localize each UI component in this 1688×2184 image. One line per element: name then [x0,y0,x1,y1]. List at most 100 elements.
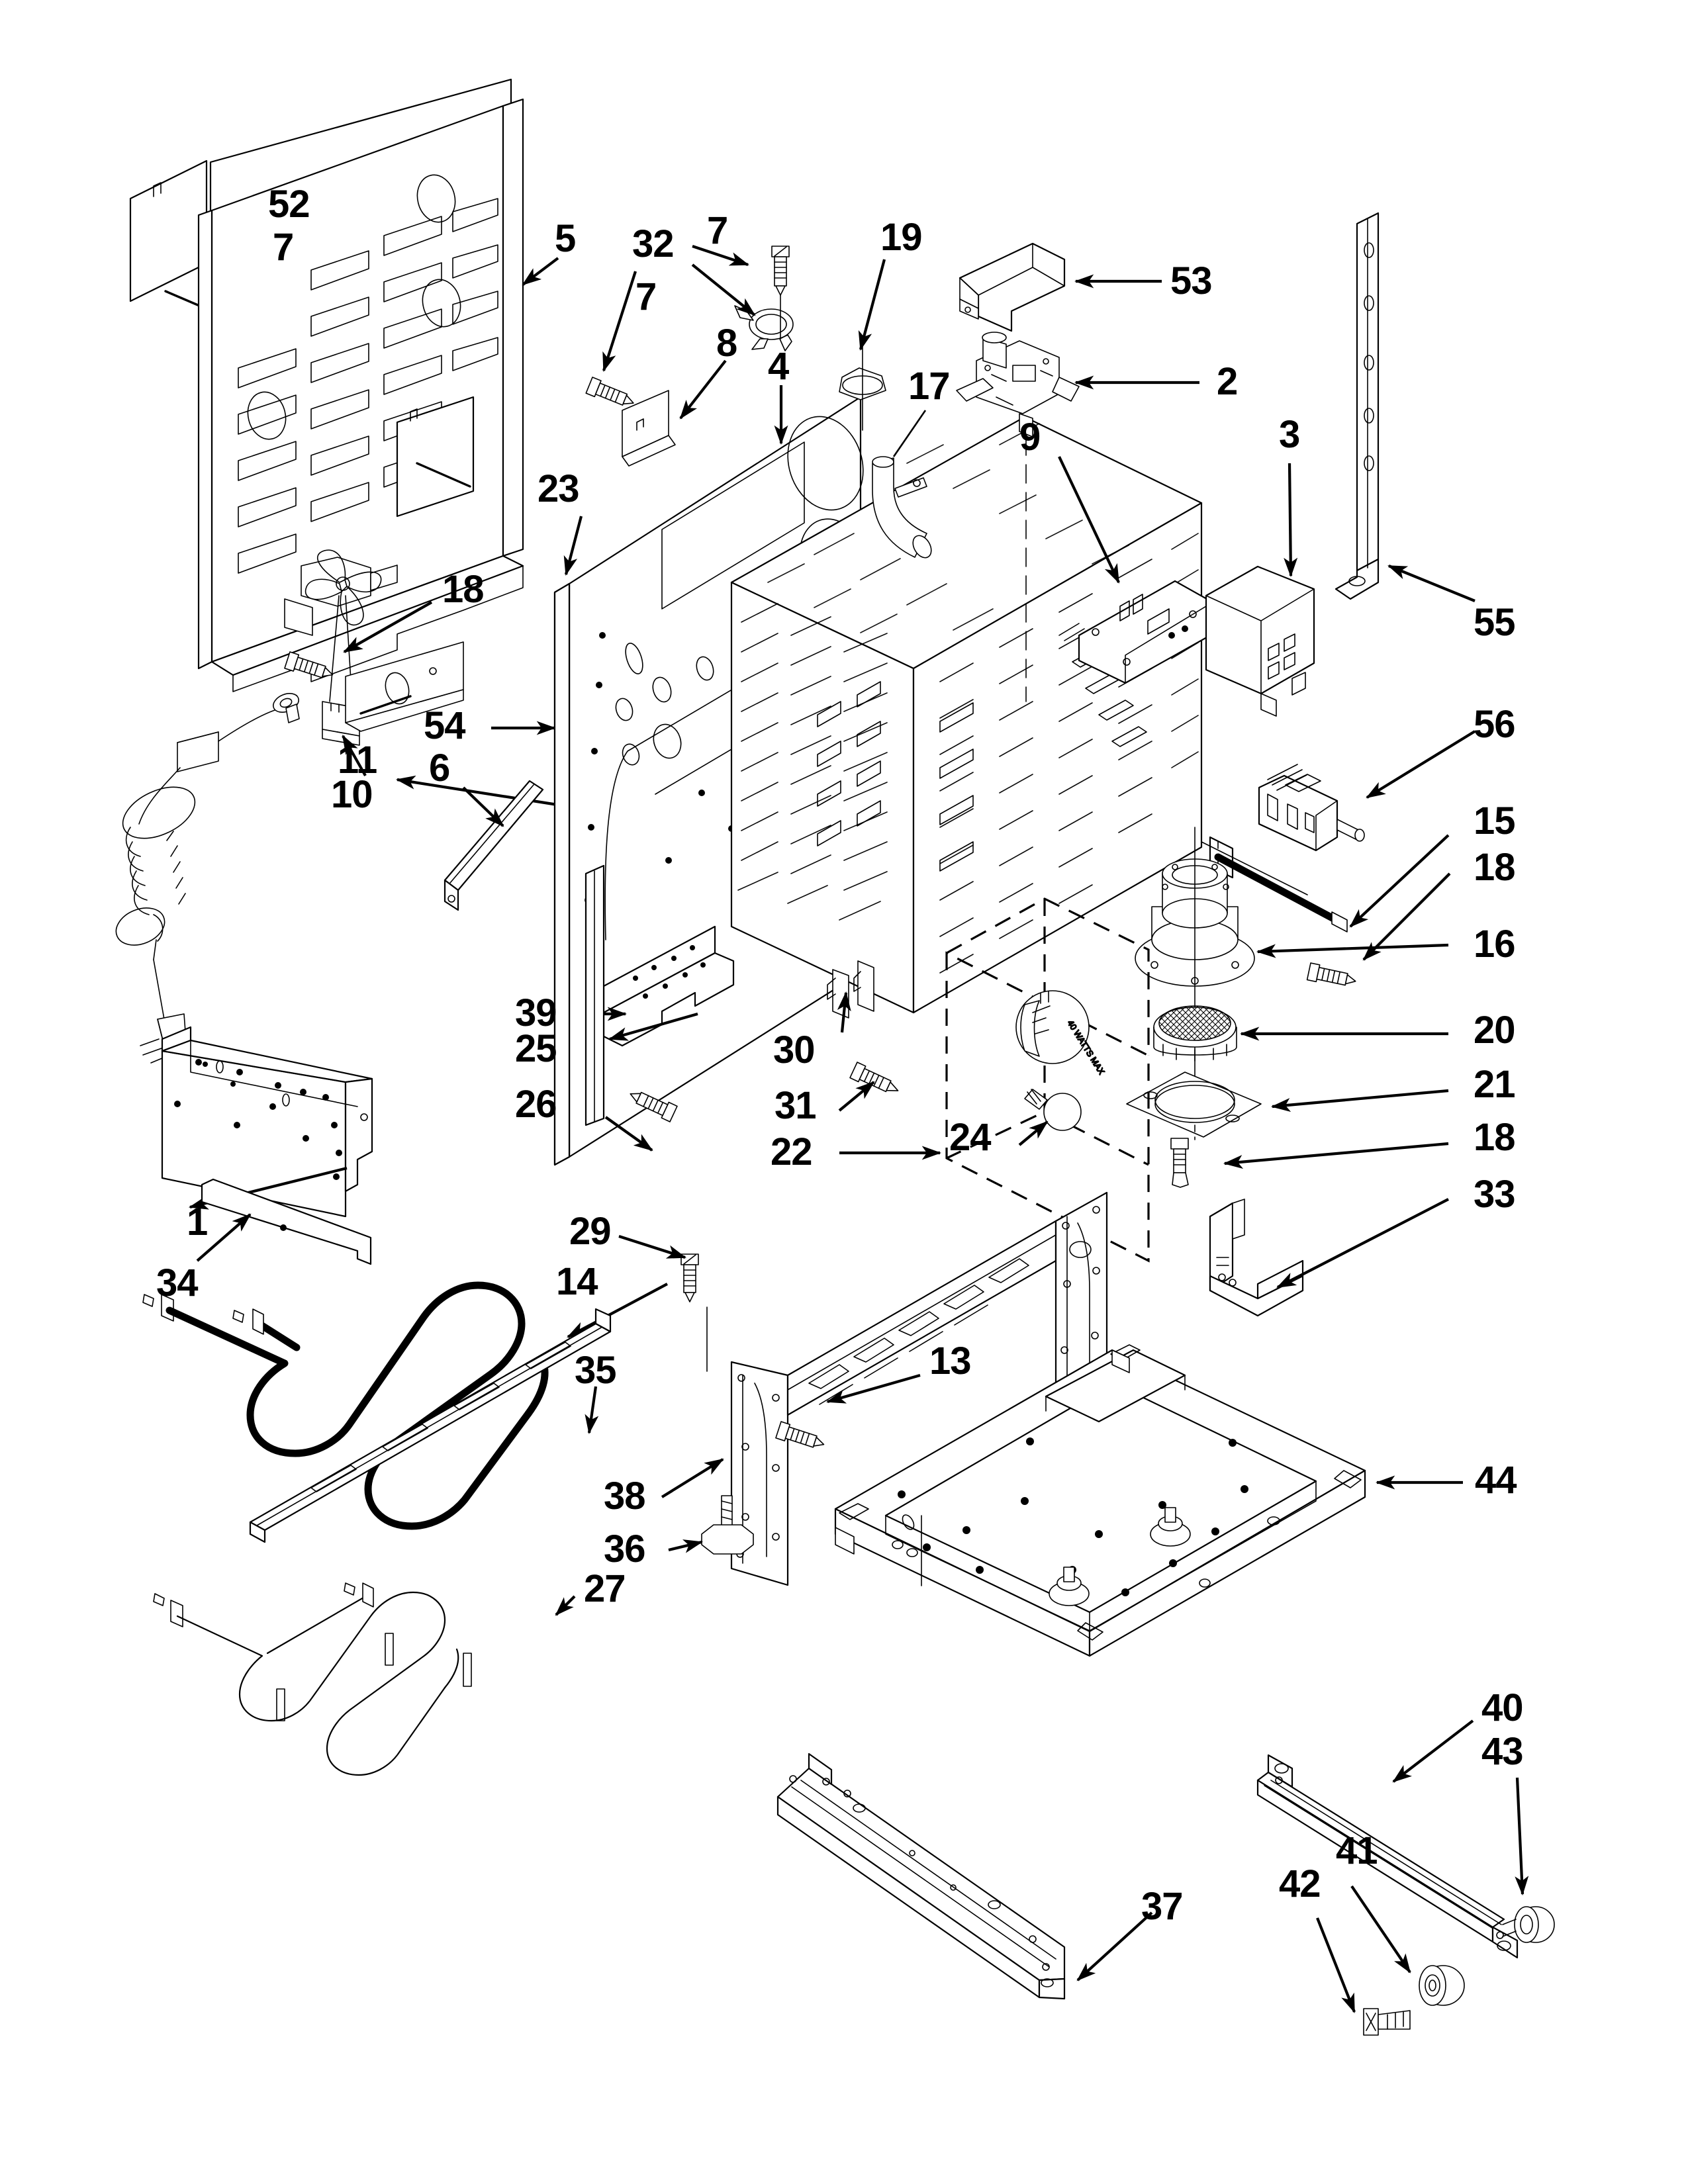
leader-33 [1276,1198,1449,1289]
leader-29 [618,1234,687,1259]
leader-18b [1362,872,1451,961]
callout-44: 44 [1475,1459,1517,1502]
callout-1: 1 [187,1201,208,1244]
leader-31 [838,1081,875,1112]
leader-15 [1349,834,1450,928]
leader-7b [692,245,749,266]
part-small-junction-box [345,641,464,732]
part-thermostat-disc: 40 WATTS MAX [1015,990,1107,1077]
leader-10 [395,775,567,808]
callout-5: 5 [555,217,576,260]
part-43-roller-wheel [1502,1906,1555,1943]
screw-18a [284,651,334,678]
part-52-access-cover-plate [129,159,208,302]
part-27-broil-element [153,1582,472,1776]
part-16-convection-motor-housing [1135,827,1255,1126]
leader-56 [1366,730,1476,799]
leader-7a [602,271,637,373]
rear-panel-service-cover [396,396,475,518]
leader-36 [668,1539,704,1553]
screw-7a [585,377,634,406]
leader-37 [1076,1911,1153,1981]
callout-7c: 7 [635,275,657,318]
callout-30: 30 [773,1028,816,1071]
callout-35: 35 [575,1349,617,1392]
part-14-bake-element [142,1281,549,1530]
leader-8 [679,359,727,420]
part-44-oven-bottom-pan [834,1344,1366,1657]
leader-55 [1387,565,1476,602]
callout-6: 6 [429,747,450,790]
callout-14: 14 [556,1260,598,1303]
leader-18a [343,601,433,653]
callout-19: 19 [880,216,923,259]
leader-9 [1058,456,1120,584]
callout-34: 34 [156,1261,199,1304]
callout-16: 16 [1474,923,1516,966]
leader-34 [196,1213,252,1262]
part-54-corner-post [553,582,571,1166]
leader-25 [608,1012,698,1041]
part-6-side-trim-rail [444,780,544,911]
leader-13 [825,1373,921,1404]
callout-17: 17 [908,365,951,408]
callout-54: 54 [424,704,466,747]
part-25-bottom-support-rail [585,864,605,1126]
part-18-screw-left [285,704,300,723]
callout-56: 56 [1474,703,1516,746]
leader-23 [563,516,583,576]
callout-43: 43 [1481,1730,1524,1773]
leader-5 [522,257,559,286]
screw-18c [1170,1138,1189,1188]
leader-11 [342,735,367,777]
callout-38: 38 [604,1475,646,1518]
callout-27: 27 [584,1567,626,1610]
part-2-gas-valve-assembly [956,332,1080,702]
screw-18b [1306,962,1356,986]
part-39-bottom-bracket [602,925,735,1047]
callout-7b: 7 [707,209,728,252]
part-9-control-mount-bracket [1078,580,1214,684]
callout-39: 39 [515,991,557,1034]
leader-30 [837,991,851,1033]
leader-14 [567,1283,668,1338]
callout-36: 36 [604,1527,646,1570]
callout-55: 55 [1474,601,1516,644]
screw-26 [630,1091,678,1122]
leader-43 [1515,1777,1529,1896]
callout-11: 11 [338,739,377,782]
leader-19 [858,259,886,351]
part-42-roller-pin-screw [1363,2008,1411,2036]
part-19-vent-grommet [839,337,886,431]
callout-33: 33 [1474,1173,1516,1216]
part-41-roller-wheel [1419,1965,1465,2006]
part-5-rear-louvered-panel [197,78,524,692]
part-36-leveling-leg [701,1495,754,1555]
callout-22: 22 [771,1130,813,1173]
callout-18a: 18 [442,568,485,611]
callout-9: 9 [1019,416,1041,459]
callout-25: 25 [515,1027,557,1070]
callout-37: 37 [1141,1885,1184,1928]
leader-35 [585,1386,599,1435]
part-53-vent-shield-bracket [959,242,1066,332]
callout-32: 32 [632,222,675,265]
callout-2: 2 [1217,360,1238,403]
callout-42: 42 [1279,1862,1321,1905]
leader-41 [1350,1885,1411,1974]
callout-31: 31 [774,1084,817,1127]
part-3-transformer [1205,565,1315,717]
leader-18c [1223,1142,1449,1169]
part-8-bracket [622,390,676,467]
part-32-tube-clamp [734,305,794,351]
callout-23: 23 [538,467,580,510]
callout-41: 41 [1336,1829,1378,1872]
callout-26: 26 [515,1083,557,1126]
callout-52: 52 [268,183,310,226]
part-22-oven-light-bulb [1024,1089,1082,1131]
leader-40 [1392,1719,1474,1783]
callout-20: 20 [1474,1009,1516,1052]
callout-13: 13 [929,1340,972,1383]
